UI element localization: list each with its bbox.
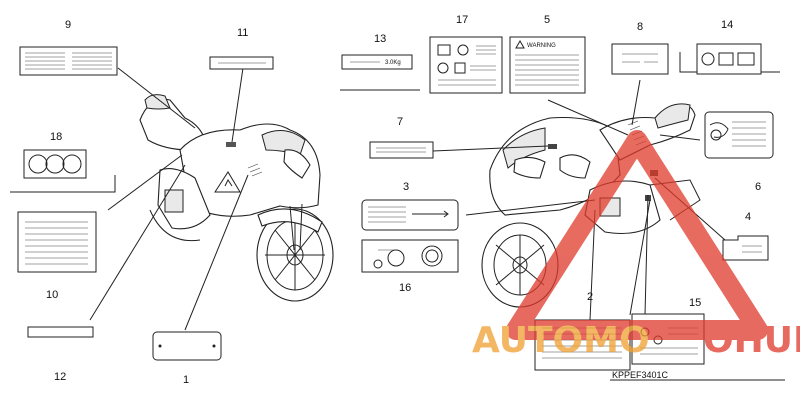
callout-2: 2 xyxy=(587,291,593,303)
callout-15: 15 xyxy=(689,297,701,309)
callout-16: 16 xyxy=(399,282,411,294)
weight-text: 3.0Kg xyxy=(385,60,401,66)
part-6-label xyxy=(704,111,774,159)
callout-3: 3 xyxy=(403,181,409,193)
part-16-label xyxy=(361,239,459,273)
part-14-label xyxy=(696,43,762,75)
callout-9: 9 xyxy=(65,19,71,31)
part-4-label xyxy=(722,235,769,261)
part-5-label: WARNING xyxy=(509,36,586,94)
callout-4: 4 xyxy=(745,211,751,223)
callout-10: 10 xyxy=(46,289,58,301)
callout-7: 7 xyxy=(397,116,403,128)
callout-14: 14 xyxy=(721,19,733,31)
callout-12: 12 xyxy=(54,371,66,383)
left-motorcycle xyxy=(139,94,334,302)
callout-numbers: 9 11 18 10 12 1 13 17 5 8 14 7 6 3 4 16 … xyxy=(46,14,761,386)
callout-8: 8 xyxy=(637,21,643,33)
part-11-label xyxy=(209,56,274,70)
part-code: KPPEF3401C xyxy=(612,370,669,380)
part-8-label xyxy=(611,43,669,75)
part-3-label xyxy=(361,199,459,231)
warning-text: WARNING xyxy=(527,43,556,49)
watermark-text-right: OHUB xyxy=(703,320,800,361)
callout-1: 1 xyxy=(183,374,189,386)
part-18-label xyxy=(23,149,87,179)
part-9-label xyxy=(19,46,118,76)
callout-18: 18 xyxy=(50,131,62,143)
part-7-label xyxy=(369,141,434,159)
part-13-label: 3.0Kg xyxy=(341,54,413,70)
part-1-label xyxy=(152,331,222,361)
callout-13: 13 xyxy=(374,33,386,45)
callout-5: 5 xyxy=(544,14,550,26)
part-10-label xyxy=(17,211,97,273)
part-17-label xyxy=(429,36,503,94)
watermark: AUTOMO OHUB xyxy=(472,130,800,361)
callout-6: 6 xyxy=(755,181,761,193)
callout-17: 17 xyxy=(456,14,468,26)
callout-11: 11 xyxy=(237,27,248,39)
leader-lines xyxy=(10,52,785,381)
watermark-triangle xyxy=(506,130,768,340)
part-12-label xyxy=(27,326,94,338)
watermark-text-left: AUTOMO xyxy=(472,320,650,361)
